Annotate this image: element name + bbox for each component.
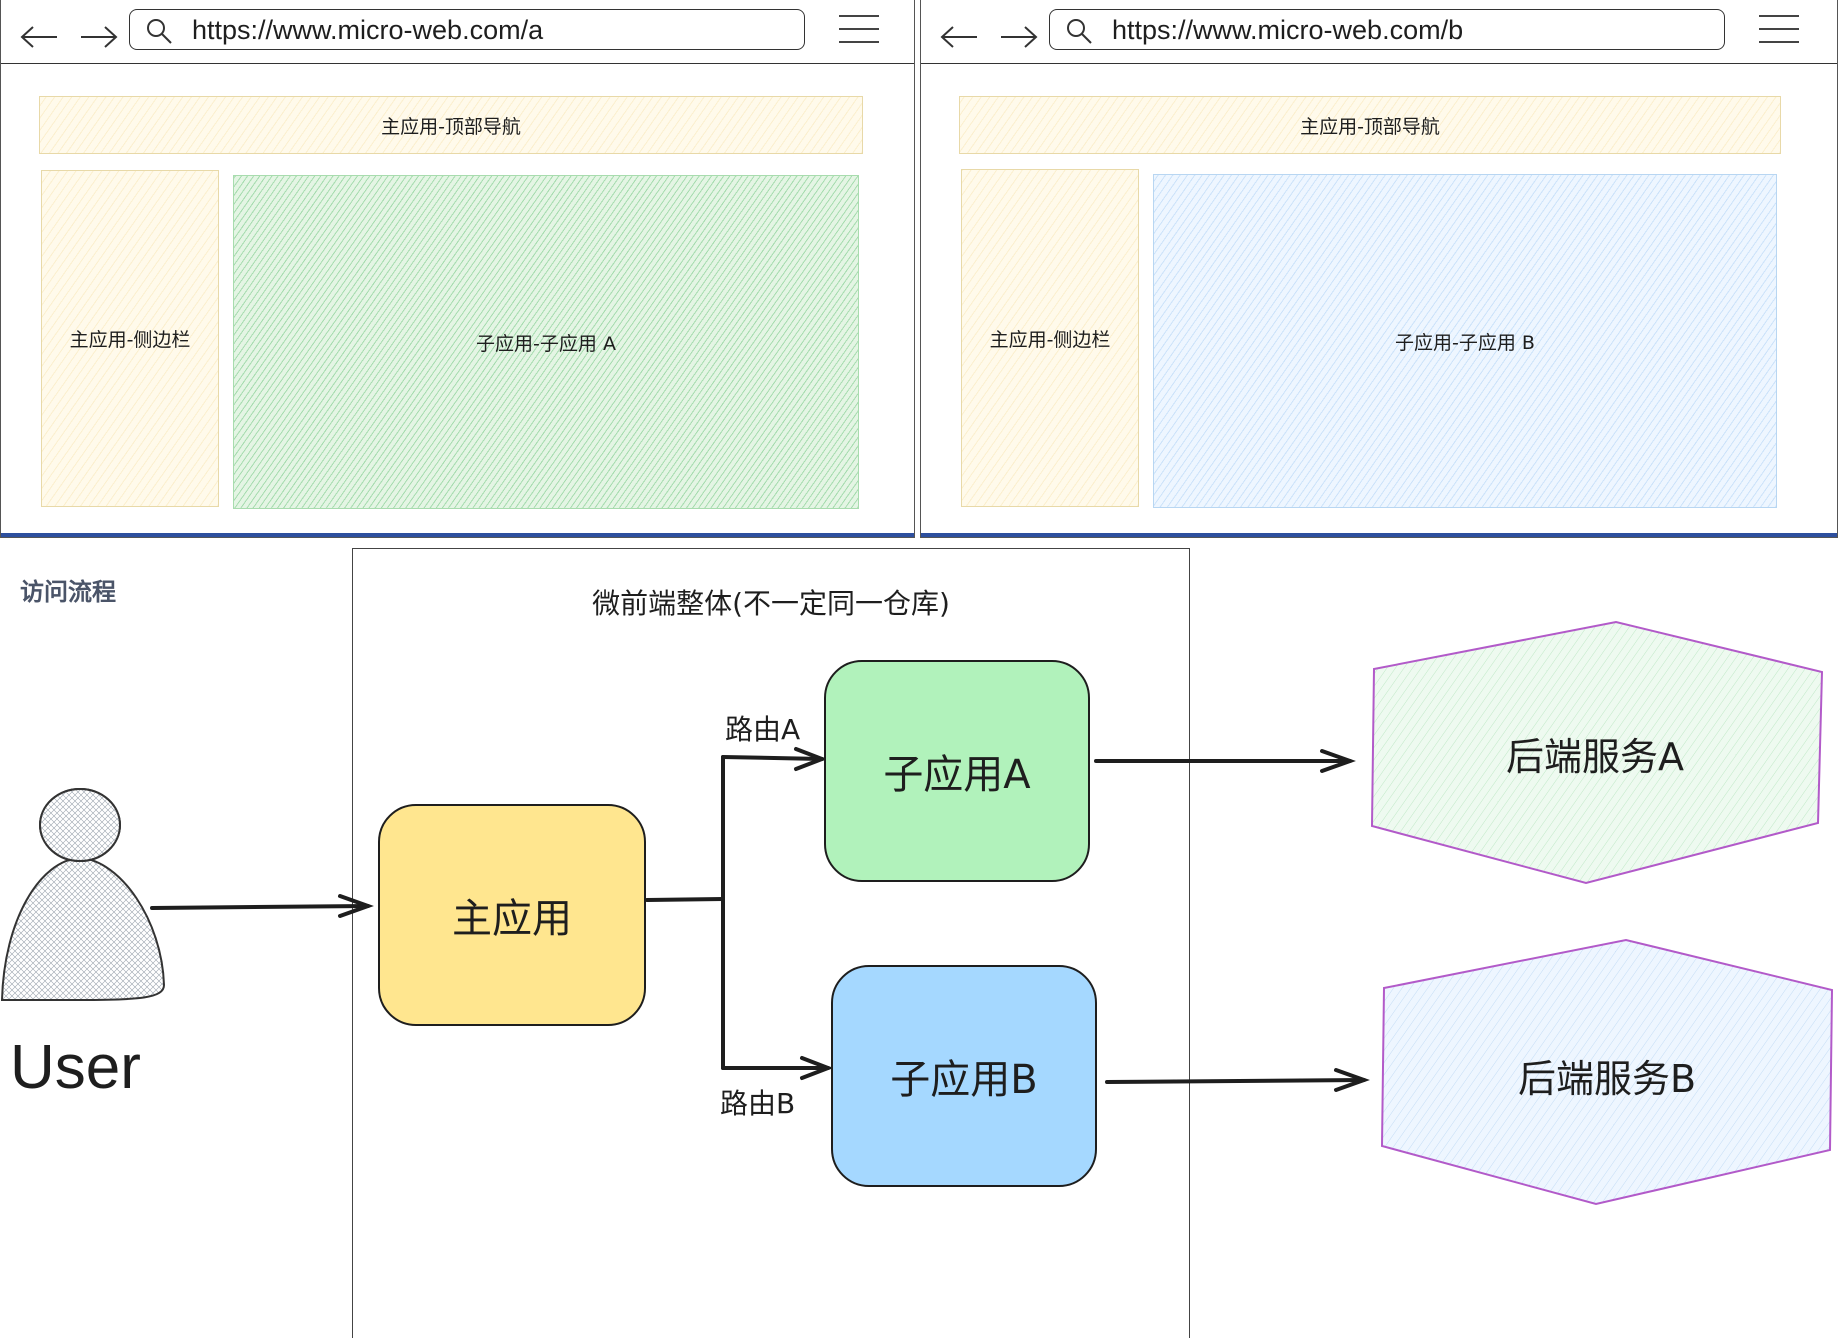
url-text: https://www.micro-web.com/b bbox=[1112, 15, 1464, 45]
sidebar-panel: 主应用-侧边栏 bbox=[961, 169, 1139, 507]
user-label: User bbox=[10, 1033, 141, 1102]
micro-frontend-frame bbox=[352, 548, 1190, 1338]
sidebar-label: 主应用-侧边栏 bbox=[989, 328, 1111, 351]
backend-a-hexagon bbox=[1370, 620, 1824, 885]
top-nav-panel: 主应用-顶部导航 bbox=[39, 96, 863, 154]
sub-app-a-panel: 子应用-子应用 A bbox=[233, 175, 859, 509]
forward-arrow-icon[interactable] bbox=[79, 22, 119, 52]
search-icon bbox=[1067, 19, 1092, 44]
sub-app-b-panel: 子应用-子应用 B bbox=[1153, 174, 1777, 508]
arrow-sub-b-to-backend-b bbox=[1105, 1068, 1370, 1092]
address-bar[interactable]: https://www.micro-web.com/a bbox=[129, 9, 805, 50]
route-b-label: 路由B bbox=[720, 1087, 796, 1120]
route-a-label: 路由A bbox=[725, 713, 801, 746]
arrow-user-to-main bbox=[150, 894, 374, 918]
back-arrow-icon[interactable] bbox=[939, 22, 979, 52]
user-icon bbox=[0, 788, 166, 1001]
sub-app-b-label: 子应用B bbox=[890, 1057, 1038, 1103]
top-nav-label: 主应用-顶部导航 bbox=[381, 115, 521, 138]
section-title: 访问流程 bbox=[20, 578, 116, 606]
sub-app-a-label: 子应用A bbox=[883, 752, 1031, 798]
sidebar-panel: 主应用-侧边栏 bbox=[41, 170, 219, 507]
hamburger-menu-icon[interactable] bbox=[1757, 12, 1801, 46]
browser-toolbar: https://www.micro-web.com/b bbox=[921, 0, 1837, 64]
url-text: https://www.micro-web.com/a bbox=[192, 15, 544, 45]
back-arrow-icon[interactable] bbox=[19, 22, 59, 52]
backend-b-label: 后端服务B bbox=[1517, 1056, 1697, 1101]
backend-a-label: 后端服务A bbox=[1506, 734, 1684, 779]
sub-app-b-label: 子应用-子应用 B bbox=[1395, 331, 1535, 354]
arrow-main-to-routes bbox=[645, 747, 834, 1080]
top-nav-panel: 主应用-顶部导航 bbox=[959, 96, 1781, 154]
browser-toolbar: https://www.micro-web.com/a bbox=[1, 0, 914, 64]
browser-window-b: https://www.micro-web.com/b 主应用-顶部导航 主应用… bbox=[920, 0, 1838, 538]
sidebar-label: 主应用-侧边栏 bbox=[69, 329, 191, 351]
forward-arrow-icon[interactable] bbox=[999, 22, 1039, 52]
main-app-node: 主应用 bbox=[378, 804, 646, 1026]
browser-window-a: https://www.micro-web.com/a 主应用-顶部导航 主应用… bbox=[0, 0, 915, 538]
window-bottom-bar bbox=[1, 533, 914, 537]
top-nav-label: 主应用-顶部导航 bbox=[1300, 115, 1440, 138]
backend-b-hexagon bbox=[1380, 938, 1834, 1206]
sub-app-a-node: 子应用A bbox=[824, 660, 1090, 882]
main-app-label: 主应用 bbox=[452, 896, 572, 942]
hamburger-menu-icon[interactable] bbox=[837, 12, 881, 46]
search-icon bbox=[147, 19, 172, 44]
sub-app-b-node: 子应用B bbox=[831, 965, 1097, 1187]
address-bar[interactable]: https://www.micro-web.com/b bbox=[1049, 9, 1725, 50]
arrow-sub-a-to-backend-a bbox=[1094, 749, 1356, 773]
sub-app-a-label: 子应用-子应用 A bbox=[476, 332, 616, 355]
window-bottom-bar bbox=[921, 533, 1837, 537]
frame-title: 微前端整体(不一定同一仓库) bbox=[592, 587, 950, 620]
